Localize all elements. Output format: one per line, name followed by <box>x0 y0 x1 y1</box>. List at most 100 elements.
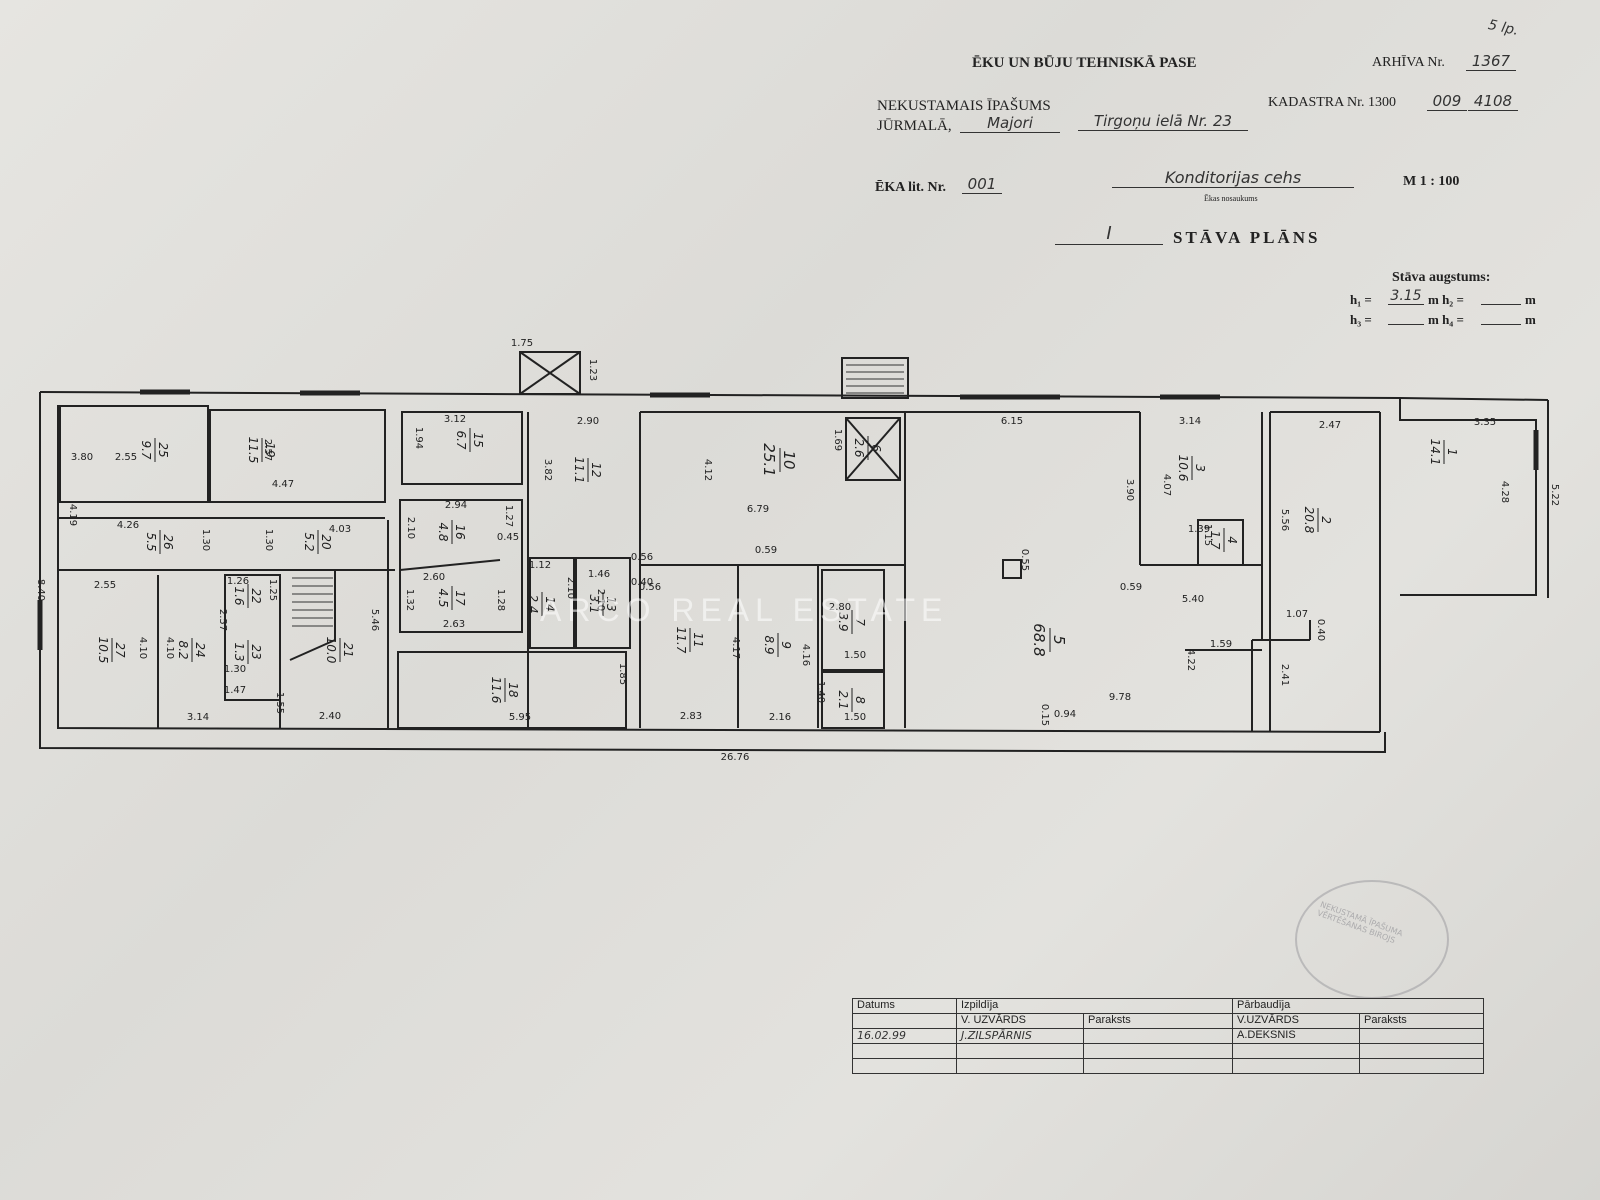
room-number: 1 <box>1445 448 1459 456</box>
dimension-label: 2.55 <box>115 452 137 463</box>
dimension-label: 1.27 <box>503 505 514 527</box>
dimension-label: 4.10 <box>137 637 148 659</box>
room-number: 4 <box>1225 536 1239 544</box>
office-stamp: NEKUSTAMĀ ĪPAŠUMA VĒRTĒŠANAS BIROJS <box>1295 880 1449 999</box>
room-area: 4.5 <box>436 588 450 607</box>
dimension-label: 1.40 <box>815 681 826 703</box>
room-number: 3 <box>1193 464 1207 472</box>
room-label: 174.5 <box>436 586 467 610</box>
building-name-caption: Ēkas nosaukums <box>1204 194 1258 203</box>
dimension-label: 1.26 <box>227 576 249 587</box>
room-number: 21 <box>341 642 355 657</box>
dimension-label: 2.10 <box>405 517 416 539</box>
room-label: 73.9 <box>836 610 867 634</box>
dimension-label: 1.07 <box>1286 609 1308 620</box>
scale-label: M 1 : 100 <box>1403 174 1460 189</box>
room-number: 9 <box>779 641 793 649</box>
room-area: 11.7 <box>674 627 688 654</box>
room-area: 3.9 <box>836 612 850 631</box>
checker-name: A.DEKSNIS <box>1232 1028 1360 1044</box>
room-area: 1.6 <box>232 586 246 605</box>
room-area: 8.9 <box>762 635 776 654</box>
checker-signature <box>1359 1028 1484 1044</box>
dimension-label: 2.83 <box>680 711 702 722</box>
dimension-label: 3.12 <box>444 414 466 425</box>
room-number: 17 <box>453 590 467 606</box>
dimension-label: 4.47 <box>272 479 294 490</box>
room-number: 26 <box>161 534 175 550</box>
room-label: 568.8 <box>1030 623 1068 656</box>
date-header: Datums <box>852 998 957 1014</box>
dimension-label: 5.56 <box>1279 509 1290 531</box>
dimension-label: 2.57 <box>262 439 273 461</box>
dimension-label: 0.94 <box>1054 709 1076 720</box>
dimension-label: 1.50 <box>844 650 866 661</box>
dimension-label: 0.56 <box>639 582 661 593</box>
room-area: 11.1 <box>572 457 586 484</box>
room-label: 259.7 <box>139 438 170 462</box>
room-label: 248.2 <box>176 638 207 662</box>
room-area: 4.8 <box>436 522 450 541</box>
room-label: 156.7 <box>454 428 485 452</box>
dimension-label: 2.80 <box>829 602 851 613</box>
room-number: 18 <box>506 682 520 698</box>
dimension-label: 5.46 <box>369 609 380 631</box>
dimension-label: 0.59 <box>1120 582 1142 593</box>
dimension-label: 1.28 <box>495 589 506 611</box>
dimension-label: 4.16 <box>800 644 811 666</box>
dimension-label: 4.10 <box>164 637 175 659</box>
archive-label: ARHĪVA Nr. <box>1372 55 1445 70</box>
dimension-label: 4.12 <box>702 459 713 481</box>
watermark: ARCO REAL ESTATE <box>540 592 949 628</box>
dimension-label: 4.17 <box>730 637 741 659</box>
dimension-label: 5.40 <box>1182 594 1204 605</box>
room-number: 11 <box>691 632 705 647</box>
city-label: JŪRMALĀ, <box>877 118 952 134</box>
dimension-label: 1.94 <box>413 427 424 449</box>
room-area: 1.7 <box>1208 530 1222 549</box>
h1-label: h₁ = <box>1350 292 1372 307</box>
dimension-label: 3.14 <box>1179 416 1201 427</box>
dimension-label: 1.75 <box>511 338 533 349</box>
h2-label: m h₂ = <box>1428 292 1464 307</box>
dimension-label: 1.47 <box>224 685 246 696</box>
room-label: 310.6 <box>1176 455 1207 482</box>
room-area: 14.1 <box>1428 439 1442 466</box>
dimension-label: 2.63 <box>443 619 465 630</box>
dimension-label: 3.80 <box>71 452 93 463</box>
signature-table: Datums Izpildīja Pārbaudīja V. UZVĀRDS P… <box>852 998 1484 1074</box>
room-label: 231.3 <box>232 640 263 664</box>
room-number: 7 <box>853 618 867 626</box>
dimension-label: 5.22 <box>1549 484 1560 506</box>
dimension-label: 6.79 <box>747 504 769 515</box>
district-value: Majori <box>960 114 1060 133</box>
property-label: NEKUSTAMAIS ĪPAŠUMS <box>877 98 1051 114</box>
dimension-label: 1.46 <box>588 569 610 580</box>
dimension-label: 8.40 <box>35 579 46 601</box>
dimension-label: 1.39 <box>1188 524 1210 535</box>
dimension-label: 4.19 <box>67 504 78 526</box>
room-number: 6 <box>869 444 883 452</box>
dimension-label: 4.28 <box>1499 481 1510 503</box>
h1-value: 3.15 <box>1388 288 1424 305</box>
building-name: Konditorijas cehs <box>1112 168 1354 188</box>
h2-blank <box>1481 290 1521 305</box>
room-area: 20.8 <box>1302 507 1316 534</box>
room-number: 14 <box>543 596 557 611</box>
plan-title: STĀVA PLĀNS <box>1173 228 1321 247</box>
dimension-label: 2.47 <box>1319 420 1341 431</box>
dimension-label: 3.90 <box>1124 479 1135 501</box>
dimension-label: 2.10 <box>595 589 606 611</box>
executor-sign-label: Paraksts <box>1083 1013 1233 1029</box>
dimension-label: 3.14 <box>187 712 209 723</box>
checker-name-label: V.UZVĀRDS <box>1232 1013 1360 1029</box>
dimension-label: 1.69 <box>832 429 843 451</box>
dimension-label: 1.50 <box>844 712 866 723</box>
cadastre-part1: 009 <box>1427 92 1467 111</box>
room-label: 82.1 <box>836 688 867 712</box>
room-label: 62.6 <box>852 436 883 460</box>
room-area: 10.0 <box>324 637 338 664</box>
